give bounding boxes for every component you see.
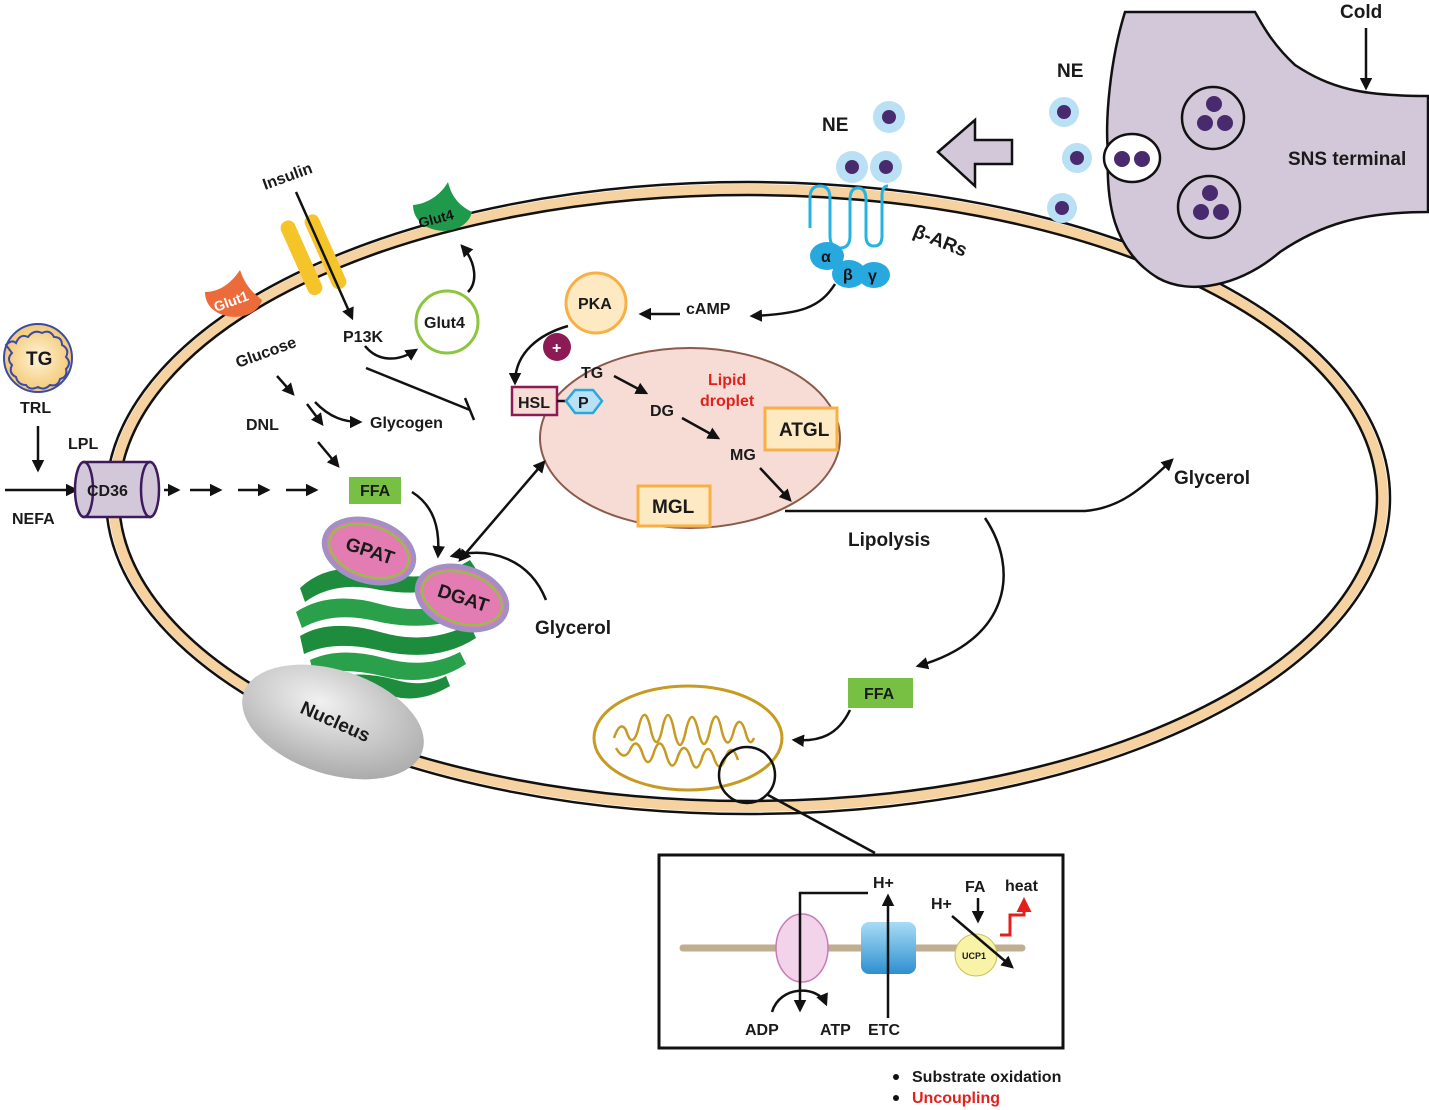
mg-label: MG bbox=[730, 447, 756, 464]
etc-label: ETC bbox=[868, 1022, 900, 1039]
dg-label: DG bbox=[650, 403, 674, 420]
h-plus-1-label: H+ bbox=[873, 875, 894, 892]
glut4-vesicle bbox=[414, 289, 480, 355]
trl-particle bbox=[3, 323, 73, 393]
ffa-top-label: FFA bbox=[360, 483, 391, 500]
mitochondrion bbox=[592, 684, 784, 792]
tg-particle-label: TG bbox=[26, 349, 52, 370]
tg-droplet-label: TG bbox=[581, 365, 603, 382]
legend-bullet-2 bbox=[893, 1095, 899, 1101]
glycerol-in-label: Glycerol bbox=[535, 618, 611, 639]
ffa-to-er-arrow bbox=[411, 490, 445, 559]
atgl-label: ATGL bbox=[779, 420, 830, 441]
glycogen-label: Glycogen bbox=[370, 415, 443, 432]
ne-left-label: NE bbox=[822, 115, 848, 136]
lipolysis-label: Lipolysis bbox=[848, 530, 930, 551]
atp-synthase bbox=[775, 913, 829, 983]
adp-label: ADP bbox=[745, 1022, 779, 1039]
sns-terminal-label: SNS terminal bbox=[1288, 149, 1406, 170]
g-gamma: γ bbox=[868, 268, 877, 285]
mito-zoom-line bbox=[767, 793, 876, 855]
lipolysis-to-ffa-arrow bbox=[915, 517, 1005, 670]
lipid-droplet-label-1: Lipid bbox=[708, 372, 746, 389]
pka-circle bbox=[564, 271, 628, 335]
glycerol-out-arrow bbox=[785, 458, 1174, 513]
beta-ar-receptor bbox=[808, 184, 889, 250]
h-plus-2-label: H+ bbox=[931, 896, 952, 913]
gprotein-to-camp-arrow bbox=[749, 283, 837, 322]
ne-top-label: NE bbox=[1057, 61, 1083, 82]
glucose-to-glycogen-arrow bbox=[314, 401, 363, 429]
phospho-hexagon bbox=[564, 388, 604, 415]
trl-label: TRL bbox=[20, 400, 51, 417]
pka-label: PKA bbox=[578, 296, 612, 313]
insulin-label: Insulin bbox=[261, 160, 315, 194]
glut4-membrane-transporter bbox=[413, 182, 472, 231]
camp-label: cAMP bbox=[686, 301, 731, 318]
pka-to-hsl-arrow bbox=[508, 324, 569, 386]
legend-substrate-oxidation: Substrate oxidation bbox=[912, 1069, 1061, 1086]
mito-zoom-circle bbox=[717, 745, 777, 805]
ne-release-arrow bbox=[936, 117, 1014, 189]
atp-label: ATP bbox=[820, 1022, 851, 1039]
p13k-to-glut4-arrow bbox=[364, 345, 419, 361]
plus-marker bbox=[543, 333, 571, 361]
glut1-transporter bbox=[205, 270, 262, 317]
ne-molecules bbox=[836, 97, 1092, 223]
proton-return-line bbox=[793, 891, 868, 1013]
lpl-label: LPL bbox=[68, 436, 98, 453]
cd36-transporter bbox=[73, 460, 161, 519]
glycerol-out-label: Glycerol bbox=[1174, 468, 1250, 489]
p-label: P bbox=[578, 395, 589, 412]
ucp1-proton-leak bbox=[951, 915, 1014, 969]
adp-atp-curve bbox=[770, 989, 828, 1013]
er-droplet-exchange bbox=[458, 460, 546, 562]
heat-arrow bbox=[1000, 897, 1032, 937]
dnl-label: DNL bbox=[246, 417, 279, 434]
heat-label: heat bbox=[1005, 878, 1039, 895]
p13k-label: P13K bbox=[343, 329, 383, 346]
glut4-translocation-arrow bbox=[460, 244, 476, 293]
cd36-label: CD36 bbox=[87, 483, 128, 500]
mgl-box bbox=[636, 484, 712, 528]
ffa-box-top bbox=[349, 477, 401, 504]
ucp1-label: UCP1 bbox=[962, 951, 986, 961]
atgl-box bbox=[763, 406, 839, 452]
fa-label: FA bbox=[965, 879, 986, 896]
p13k-inhibition bbox=[365, 366, 471, 412]
glut4-vesicle-label: Glut4 bbox=[424, 315, 465, 332]
plus-label: + bbox=[552, 340, 561, 357]
g-alpha: α bbox=[821, 249, 831, 266]
g-protein bbox=[810, 242, 890, 288]
hsl-label: HSL bbox=[518, 395, 550, 412]
legend-uncoupling: Uncoupling bbox=[912, 1090, 1000, 1107]
legend-bullet-1 bbox=[893, 1074, 899, 1080]
ffa-box-bottom bbox=[848, 678, 913, 708]
insulin-to-p13k-arrow bbox=[294, 191, 354, 321]
ffa-to-mito-arrow bbox=[791, 709, 852, 747]
nefa-label: NEFA bbox=[12, 511, 55, 528]
cold-label: Cold bbox=[1340, 2, 1382, 23]
g-beta: β bbox=[843, 267, 853, 284]
mgl-label: MGL bbox=[652, 497, 695, 518]
nucleus bbox=[242, 664, 424, 780]
ffa-bottom-label: FFA bbox=[864, 686, 895, 703]
lipid-droplet-label-2: droplet bbox=[700, 393, 755, 410]
lipid-droplet bbox=[539, 347, 841, 529]
